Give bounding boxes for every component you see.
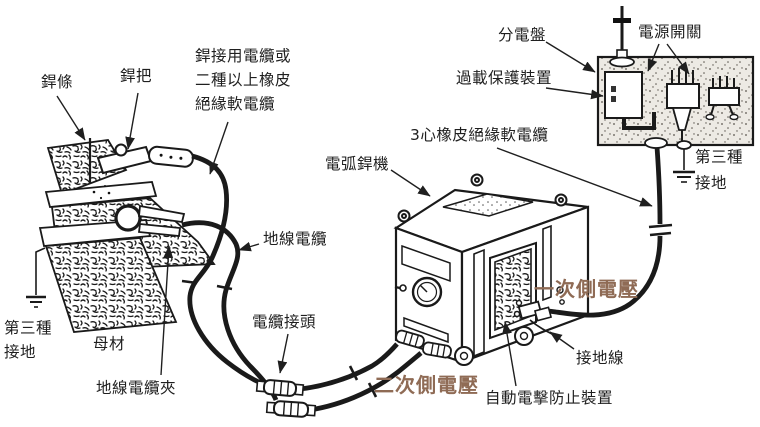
ground-cable-clamp [114, 204, 186, 237]
leader-arrow [647, 43, 660, 72]
label-primary-voltage: 一次側電壓 [534, 277, 639, 301]
label-base-metal: 母材 [93, 335, 126, 353]
label-overload: 過載保護裝置 [456, 69, 553, 87]
power-switch-secondary [705, 76, 740, 121]
label-electrode: 銲條 [41, 73, 74, 91]
label-ground-cable: 地線電纜 [263, 230, 328, 248]
leader-arrow [545, 41, 596, 73]
leader-arrow [666, 43, 690, 75]
overload-protection-device [604, 71, 643, 119]
auto-shock-prevention-device [489, 241, 537, 340]
leader-arrow [209, 121, 229, 175]
label-welding-cable: 銲接用電纜或 二種以上橡皮 絕緣軟電纜 [195, 47, 292, 113]
label-third-ground-left: 第三種 接地 [4, 319, 53, 361]
leader-arrow [125, 92, 139, 150]
leader-arrow [502, 321, 517, 387]
label-cable-connector: 電纜接頭 [252, 313, 317, 331]
leader-arrow [238, 241, 260, 252]
workpiece-base-metal [38, 139, 216, 333]
label-auto-shock: 自動電擊防止裝置 [485, 389, 614, 407]
primary-inlet-fitting [513, 299, 553, 322]
label-holder: 銲把 [120, 67, 153, 85]
secondary-terminals [395, 329, 452, 359]
leader-arrow [277, 333, 289, 374]
leader-arrow [56, 95, 86, 141]
distribution-panel [596, 6, 755, 150]
ground-symbol-left [26, 247, 46, 308]
leader-arrow [390, 169, 431, 197]
leader-arrow [549, 331, 575, 350]
welding-cable [181, 153, 399, 393]
leader-arrow [160, 245, 174, 376]
electrode-rod [88, 138, 111, 200]
ground-symbol-right [673, 149, 695, 183]
label-secondary-voltage: 二次側電壓 [374, 373, 479, 397]
label-ground-cable-clamp: 地線電纜夾 [96, 379, 177, 397]
label-arc-welder: 電弧銲機 [325, 155, 390, 173]
label-power-switch: 電源開關 [638, 23, 703, 41]
label-distribution-panel: 分電盤 [498, 26, 547, 44]
ground-cable [181, 220, 423, 414]
label-third-ground-right: 第三種 接地 [695, 148, 744, 192]
label-grounding-wire: 接地線 [576, 349, 625, 367]
leader-arrow [545, 87, 604, 100]
welding-machine [393, 173, 590, 366]
leader-arrows [56, 41, 690, 387]
electrode-holder [96, 143, 194, 175]
label-three-core-cable: 3心橡皮絕緣軟電纜 [410, 126, 549, 144]
leader-arrow [496, 147, 653, 207]
cable-connector-barrels [255, 379, 317, 418]
